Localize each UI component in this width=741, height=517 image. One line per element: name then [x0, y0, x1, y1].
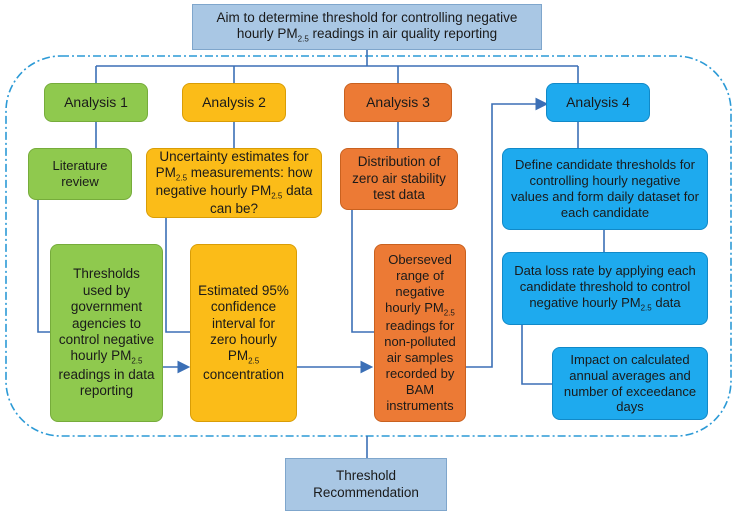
analysis1-header: Analysis 1 [44, 83, 148, 122]
a2-uncertainty-box: Uncertainty estimates for PM2.5 measurem… [146, 148, 322, 218]
a3-observed-range-box: Oberseved range of negative hourly PM2.5… [374, 244, 466, 422]
arrow-a3-a4 [466, 97, 549, 368]
analysis3-header: Analysis 3 [344, 83, 452, 122]
a3-distribution-box: Distribution of zero air stability test … [340, 148, 458, 210]
aim-line1: Aim to determine threshold for controlli… [216, 9, 518, 25]
a4-data-loss-box: Data loss rate by applying each candidat… [502, 252, 708, 325]
threshold-recommendation-box: Threshold Recommendation [285, 458, 447, 511]
aim-line2: hourly PM2.5 readings in air quality rep… [236, 26, 498, 44]
aim-box: Aim to determine threshold for controlli… [192, 4, 542, 50]
a4-elbow [521, 325, 552, 385]
a4-impact-box: Impact on calculated annual averages and… [552, 347, 708, 420]
a2-elbow [165, 218, 190, 333]
a2-confidence-box: Estimated 95% confidence interval for ze… [190, 244, 297, 422]
a4-define-thresholds-box: Define candidate thresholds for controll… [502, 148, 708, 230]
a1-literature-review: Literature review [28, 148, 132, 200]
analysis2-header: Analysis 2 [182, 83, 286, 122]
a1-elbow [37, 200, 50, 333]
a1-thresholds-box: Thresholds used by government agencies t… [50, 244, 163, 422]
analysis4-header: Analysis 4 [546, 83, 650, 122]
a3-elbow [351, 210, 376, 333]
dashed-boundary [5, 55, 732, 437]
